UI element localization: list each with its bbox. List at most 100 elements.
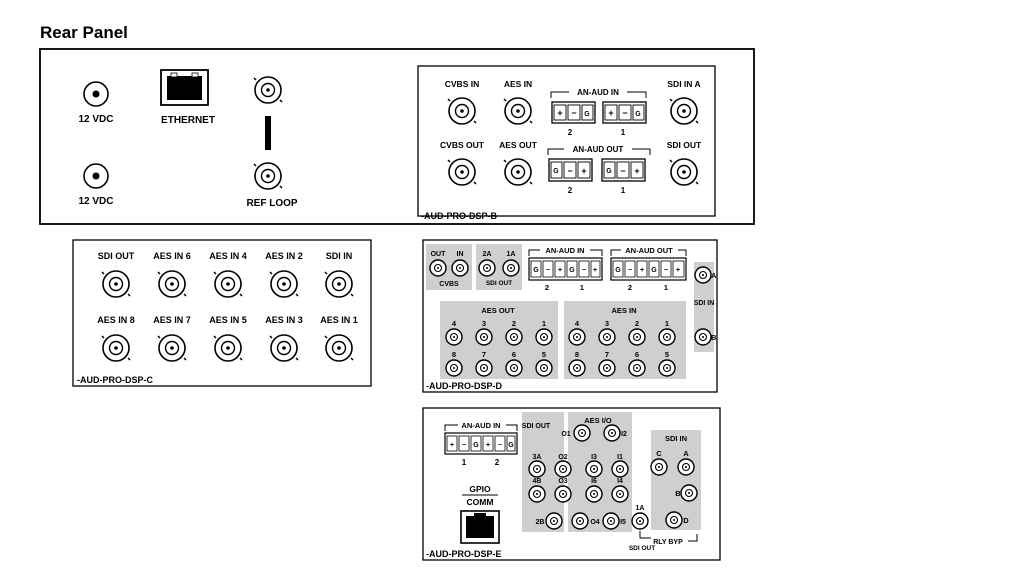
card-d-an-aud-out-terminal[interactable] — [610, 257, 687, 281]
card-d-aes-out-bnc[interactable] — [475, 328, 493, 346]
card-e-an-aud-in-terminal[interactable] — [444, 432, 518, 455]
card-e-sdi-d-bnc[interactable] — [665, 511, 683, 529]
pin-label: G — [508, 442, 514, 449]
card-b-an-aud-in-2-terminal[interactable] — [551, 101, 596, 124]
card-d-aes-in-label: AES IN — [611, 306, 636, 315]
card-c-bnc[interactable] — [324, 334, 354, 362]
card-b-cvbs-in-label: CVBS IN — [445, 79, 479, 89]
card-e-i5-bnc[interactable] — [602, 512, 620, 530]
card-c-bnc[interactable] — [157, 334, 187, 362]
card-e-o1-bnc[interactable] — [573, 424, 591, 442]
card-e-o3-bnc[interactable] — [554, 485, 572, 503]
card-e-gpio-port[interactable] — [460, 510, 500, 544]
card-e-i2-bnc[interactable] — [603, 424, 621, 442]
power-jack-bottom[interactable] — [83, 163, 109, 189]
card-d-aes-in-bnc[interactable] — [628, 328, 646, 346]
card-c-label: AES IN 3 — [265, 315, 303, 325]
card-d-aes-out-bnc[interactable] — [475, 359, 493, 377]
card-b-an-aud-out-2-terminal[interactable] — [548, 158, 593, 182]
power-label-top: 12 VDC — [78, 114, 113, 125]
card-e-i3-bnc[interactable] — [585, 460, 603, 478]
card-d-an-aud-in-label: AN-AUD IN — [545, 246, 584, 255]
card-d-aes-in-bnc[interactable] — [598, 359, 616, 377]
card-d-aes-in-bnc[interactable] — [658, 328, 676, 346]
card-e-gpio-label: GPIO — [469, 484, 491, 494]
card-d-an-aud-in-terminal[interactable] — [528, 257, 603, 281]
port-number: 3 — [482, 319, 486, 328]
card-d-aes-out-bnc[interactable] — [505, 328, 523, 346]
pin-label: + — [608, 108, 613, 118]
card-b-sdi-in-a-bnc[interactable] — [669, 97, 699, 125]
card-b-name: -AUD-PRO-DSP-B — [421, 211, 497, 221]
card-d-sdi-in-b-bnc[interactable] — [694, 328, 712, 346]
card-d-aes-out-label: AES OUT — [481, 306, 515, 315]
card-e-sdi-out-label: SDI OUT — [522, 423, 551, 430]
card-e-sdi-c-bnc[interactable] — [650, 458, 668, 476]
power-jack-top[interactable] — [83, 81, 109, 107]
card-e-o4-label: O4 — [590, 519, 599, 526]
card-d-aes-in-bnc[interactable] — [658, 359, 676, 377]
card-e-sdi-a-bnc[interactable] — [677, 458, 695, 476]
card-d-aes-out-bnc[interactable] — [505, 359, 523, 377]
ethernet-port[interactable] — [160, 69, 209, 106]
card-c-bnc[interactable] — [213, 270, 243, 298]
card-e-2b-bnc[interactable] — [545, 512, 563, 530]
card-c-bnc[interactable] — [157, 270, 187, 298]
pin-label: − — [546, 267, 550, 274]
card-e-o2-bnc[interactable] — [554, 460, 572, 478]
card-c-bnc[interactable] — [269, 334, 299, 362]
card-d-sdi-out-2a-bnc[interactable] — [478, 259, 496, 277]
card-d-aes-out-bnc[interactable] — [535, 328, 553, 346]
card-e-3a-bnc[interactable] — [528, 460, 546, 478]
card-c-bnc[interactable] — [269, 270, 299, 298]
card-e-o4-bnc[interactable] — [571, 512, 589, 530]
card-e-sdi-b-bnc[interactable] — [680, 484, 698, 502]
card-d-aes-out-bnc[interactable] — [535, 359, 553, 377]
card-e-i1-bnc[interactable] — [611, 460, 629, 478]
card-e-i4-label: I4 — [617, 478, 623, 485]
card-b-aes-out-bnc[interactable] — [503, 158, 533, 186]
card-b-out-ch2-label: 2 — [568, 186, 573, 195]
card-e-i1-label: I1 — [617, 454, 623, 461]
card-c-bnc[interactable] — [101, 334, 131, 362]
card-c-bnc[interactable] — [324, 270, 354, 298]
card-e-2b-label: 2B — [536, 519, 545, 526]
card-e-o1-label: O1 — [561, 431, 570, 438]
pin-label: G — [615, 267, 621, 274]
card-c-label: AES IN 1 — [320, 315, 358, 325]
pin-label: − — [567, 166, 572, 176]
card-b-aes-in-bnc[interactable] — [503, 97, 533, 125]
card-c-bnc[interactable] — [213, 334, 243, 362]
card-c-bnc[interactable] — [101, 270, 131, 298]
card-d-sdi-in-a-bnc[interactable] — [694, 266, 712, 284]
power-label-bottom: 12 VDC — [78, 196, 113, 207]
card-b-frame — [417, 65, 716, 217]
card-b-an-aud-out-1-terminal[interactable] — [601, 158, 646, 182]
card-d-aes-out-bnc[interactable] — [445, 328, 463, 346]
card-d-aes-in-bnc[interactable] — [598, 328, 616, 346]
card-c-name: -AUD-PRO-DSP-C — [77, 375, 153, 385]
card-b-sdi-out-bnc[interactable] — [669, 158, 699, 186]
ref-loop-bnc-top[interactable] — [253, 76, 283, 104]
card-d-out-label: OUT — [431, 251, 447, 258]
port-number: 4 — [575, 319, 580, 328]
card-d-cvbs-in-bnc[interactable] — [451, 259, 469, 277]
card-d-aes-in-bnc[interactable] — [568, 328, 586, 346]
ref-loop-bnc-bottom[interactable] — [253, 162, 283, 190]
card-e-i4-bnc[interactable] — [611, 485, 629, 503]
card-d-aes-in-bnc[interactable] — [568, 359, 586, 377]
card-b-cvbs-in-bnc[interactable] — [447, 97, 477, 125]
card-e-1a-bnc[interactable] — [631, 512, 649, 530]
card-d-aes-in-bnc[interactable] — [628, 359, 646, 377]
port-number: 1 — [542, 319, 546, 328]
card-e-4b-bnc[interactable] — [528, 485, 546, 503]
pin-label: − — [462, 442, 466, 449]
card-b-an-aud-in-1-terminal[interactable] — [602, 101, 647, 124]
card-d-aes-out-bnc[interactable] — [445, 359, 463, 377]
card-b-cvbs-out-bnc[interactable] — [447, 158, 477, 186]
card-b-aes-out-label: AES OUT — [499, 140, 538, 150]
card-e-i6-bnc[interactable] — [585, 485, 603, 503]
card-d-sdi-out-1a-bnc[interactable] — [502, 259, 520, 277]
card-e-i5-label: I5 — [620, 519, 626, 526]
card-d-cvbs-out-bnc[interactable] — [429, 259, 447, 277]
